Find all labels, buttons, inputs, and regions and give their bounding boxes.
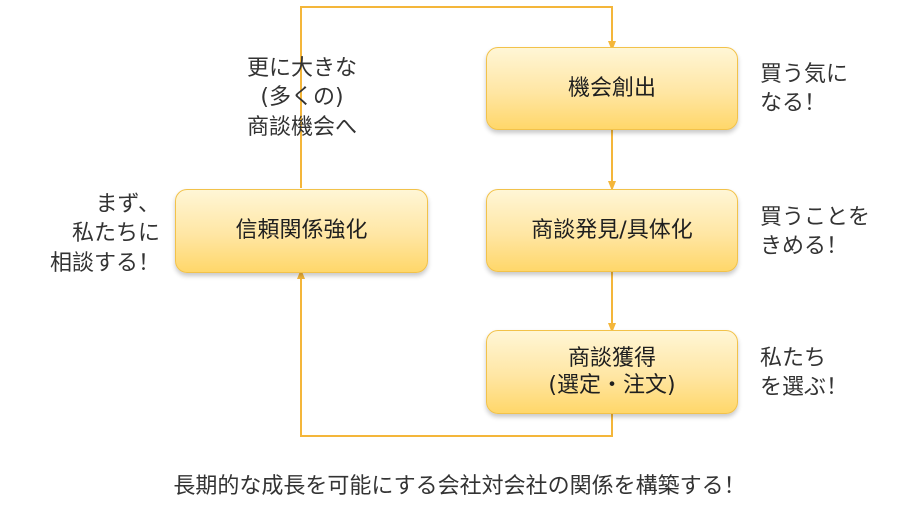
box-opportunity-creation: 機会創出 [486, 47, 738, 130]
note-left-line3: 相談する！ [49, 250, 160, 276]
acquisition-to-trust-arrow [297, 269, 613, 437]
note-top-left-line2: (多くの) [260, 85, 344, 111]
note-left-line1: まず、 [95, 192, 160, 217]
trust-to-opportunity-arrow [300, 6, 616, 188]
note-decide-to-buy: 買うことを きめる！ [760, 203, 870, 262]
note-right1-line1: 買う気に [760, 62, 849, 87]
note-want-to-buy: 買う気に なる！ [760, 60, 848, 119]
box-discovery-label: 商談発見/具体化 [531, 217, 693, 243]
footer-statement: 長期的な成長を可能にする会社対会社の関係を構築する！ [173, 474, 746, 499]
note-consult-us: まず、 私たちに 相談する！ [10, 190, 160, 278]
box-trust-strengthening: 信頼関係強化 [175, 189, 428, 273]
note-right2-line2: きめる！ [760, 234, 849, 260]
note-right3-line1: 私たち [760, 346, 827, 371]
box-trust-label: 信頼関係強化 [235, 218, 368, 244]
note-right3-line2: を選ぶ！ [760, 375, 849, 401]
note-bigger-opportunities: 更に大きな (多くの) 商談機会へ [222, 54, 382, 142]
box-opportunity-label: 機会創出 [567, 75, 656, 101]
note-right2-line1: 買うことを [760, 205, 871, 230]
box-deal-acquisition: 商談獲得 (選定・注文) [486, 330, 738, 414]
note-top-left-line3: 商談機会へ [246, 114, 357, 140]
box-acquisition-label-line1: 商談獲得 [567, 345, 656, 371]
note-right1-line2: なる！ [760, 91, 827, 117]
note-left-line2: 私たちに [71, 221, 160, 247]
box-acquisition-label-line2: (選定・注文) [548, 373, 676, 398]
note-choose-us: 私たち を選ぶ！ [760, 344, 848, 403]
note-top-left-line1: 更に大きな [246, 56, 357, 81]
box-deal-discovery: 商談発見/具体化 [486, 189, 738, 272]
